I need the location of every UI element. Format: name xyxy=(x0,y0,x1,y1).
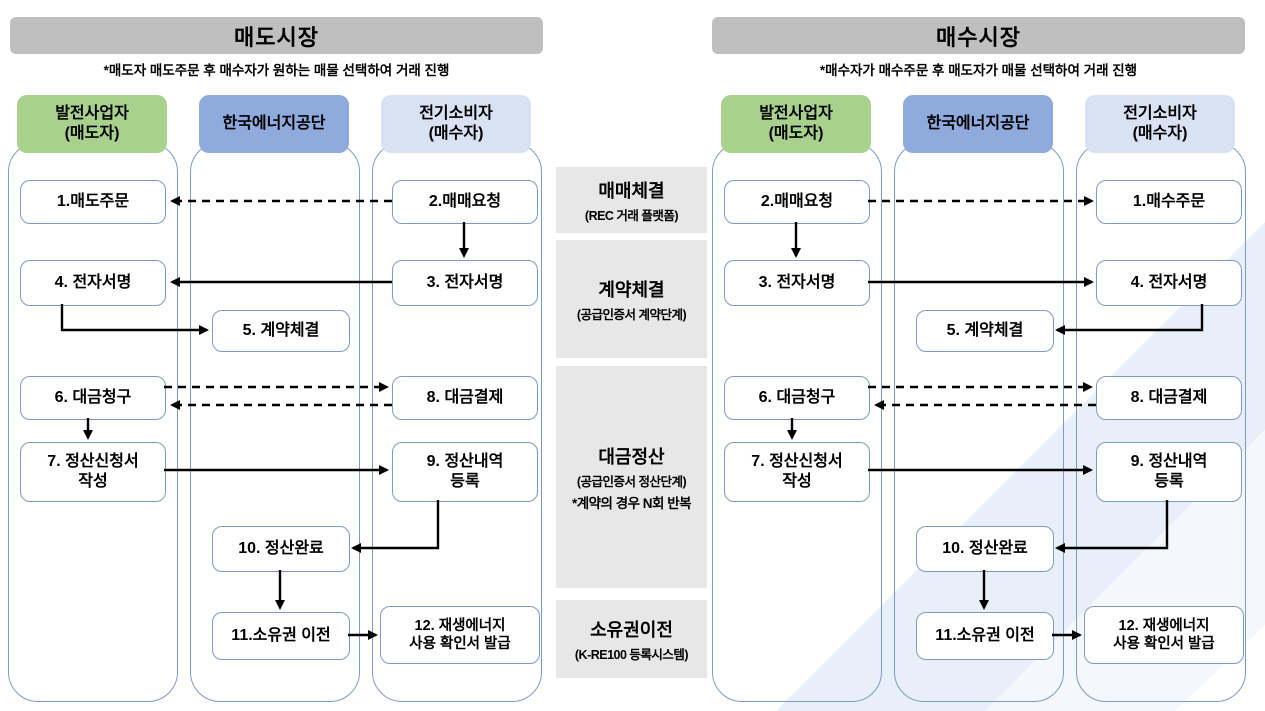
stage-payment-settlement: 대금정산 (공급인증서 정산단계) *계약의 경우 N회 반복 xyxy=(556,366,707,588)
sell-step-11-ownership-transfer: 11.소유권 이전 xyxy=(212,612,350,660)
stage-ownership-transfer-subtitle: (K-RE100 등록시스템) xyxy=(574,647,689,662)
sell-step-3-esign: 3. 전자서명 xyxy=(392,260,538,306)
sell-step-12-certificate-issue: 12. 재생에너지 사용 확인서 발급 xyxy=(380,606,540,664)
buy-step-1-buy-order: 1.매수주문 xyxy=(1096,180,1242,224)
sell-step-7-settlement-request: 7. 정산신청서 작성 xyxy=(20,442,166,502)
stage-ownership-transfer: 소유권이전 (K-RE100 등록시스템) xyxy=(556,600,707,678)
stage-trade-execution-subtitle: (REC 거래 플랫폼) xyxy=(584,208,679,223)
sell-lane-header-consumer: 전기소비자 (매수자) xyxy=(381,95,531,153)
stage-trade-execution-title: 매매체결 xyxy=(598,180,665,201)
stage-contract-title: 계약체결 xyxy=(598,279,665,300)
sell-step-10-settlement-done: 10. 정산완료 xyxy=(212,526,350,572)
buy-step-2-trade-request: 2.매매요청 xyxy=(724,180,870,224)
stage-trade-execution: 매매체결 (REC 거래 플랫폼) xyxy=(556,167,707,233)
sell-step-1-sell-order: 1.매도주문 xyxy=(20,180,166,224)
sell-lane-header-agency: 한국에너지공단 xyxy=(199,95,349,153)
buy-market-title-bar: 매수시장 xyxy=(712,17,1245,54)
sell-step-8-payment: 8. 대금결제 xyxy=(392,376,538,420)
stage-payment-settlement-subtitle: (공급인증서 정산단계) xyxy=(576,474,687,489)
sell-step-4-esign: 4. 전자서명 xyxy=(20,260,166,306)
sell-market-subtitle: *매도자 매도주문 후 매수자가 원하는 매물 선택하여 거래 진행 xyxy=(103,63,450,78)
stage-payment-settlement-title: 대금정산 xyxy=(598,446,665,467)
buy-step-10-settlement-done: 10. 정산완료 xyxy=(916,526,1054,572)
buy-lane-header-agency: 한국에너지공단 xyxy=(903,95,1053,153)
stage-ownership-transfer-title: 소유권이전 xyxy=(590,619,673,640)
buy-market-subtitle: *매수자가 매수주문 후 매도자가 매물 선택하여 거래 진행 xyxy=(819,63,1138,78)
buy-step-4-esign: 4. 전자서명 xyxy=(1096,260,1242,306)
buy-lane-header-consumer: 전기소비자 (매수자) xyxy=(1085,95,1235,153)
stage-contract: 계약체결 (공급인증서 계약단계) xyxy=(556,240,707,358)
stage-contract-subtitle: (공급인증서 계약단계) xyxy=(576,307,687,322)
sell-step-9-settlement-register: 9. 정산내역 등록 xyxy=(392,442,538,502)
sell-step-2-trade-request: 2.매매요청 xyxy=(392,180,538,224)
sell-lane-header-generator: 발전사업자 (매도자) xyxy=(17,95,167,153)
buy-lane-generator xyxy=(712,142,882,702)
sell-lane-generator xyxy=(8,142,178,702)
buy-step-3-esign: 3. 전자서명 xyxy=(724,260,870,306)
buy-step-12-certificate-issue: 12. 재생에너지 사용 확인서 발급 xyxy=(1084,606,1244,664)
buy-lane-header-generator: 발전사업자 (매도자) xyxy=(721,95,871,153)
sell-step-6-billing: 6. 대금청구 xyxy=(20,376,166,420)
buy-step-7-settlement-request: 7. 정산신청서 작성 xyxy=(724,442,870,502)
sell-market-title-bar: 매도시장 xyxy=(10,17,543,54)
sell-step-5-contract: 5. 계약체결 xyxy=(212,310,350,352)
stage-payment-settlement-note: *계약의 경우 N회 반복 xyxy=(571,495,692,511)
buy-step-5-contract: 5. 계약체결 xyxy=(916,310,1054,352)
buy-step-11-ownership-transfer: 11.소유권 이전 xyxy=(916,612,1054,660)
buy-step-8-payment: 8. 대금결제 xyxy=(1096,376,1242,420)
buy-step-6-billing: 6. 대금청구 xyxy=(724,376,870,420)
buy-step-9-settlement-register: 9. 정산내역 등록 xyxy=(1096,442,1242,502)
